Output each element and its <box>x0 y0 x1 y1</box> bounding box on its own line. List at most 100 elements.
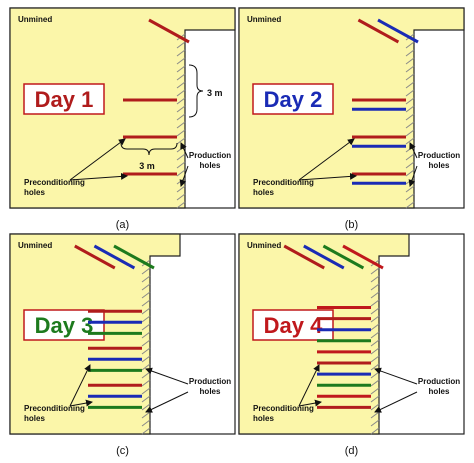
hatch-line <box>370 363 380 371</box>
rock-mass <box>9 7 236 209</box>
angled-hole <box>93 244 136 270</box>
hatch-line <box>141 411 151 419</box>
panel-caption: (c) <box>116 445 129 457</box>
hatch-line <box>141 395 151 403</box>
hatch-line <box>141 331 151 339</box>
preconditioning-label-line1: Preconditioning <box>24 404 85 413</box>
preconditioning-arrow <box>69 364 91 407</box>
hatch-line <box>405 137 415 145</box>
hatch-line <box>405 57 415 65</box>
preconditioning-arrow <box>298 138 355 181</box>
holes <box>352 18 419 185</box>
hatch-line <box>405 105 415 113</box>
hatch-line <box>176 49 186 57</box>
hatch-line <box>176 169 186 177</box>
angled-hole <box>303 244 345 270</box>
production-label-line2: holes <box>429 387 450 396</box>
hatch-line <box>141 283 151 291</box>
hatch-line <box>141 355 151 363</box>
preconditioning-label-line2: holes <box>24 414 45 423</box>
hatch-line <box>141 339 151 347</box>
production-label-line1: Production <box>189 151 231 160</box>
hatch-line <box>141 427 151 435</box>
hatch-line <box>176 185 186 193</box>
hatch-line <box>141 275 151 283</box>
production-face-hatch <box>405 33 415 209</box>
hatch-line <box>141 299 151 307</box>
hatch-line <box>370 339 380 347</box>
rock-mass <box>238 7 465 209</box>
angled-hole <box>377 18 419 44</box>
day-label-box <box>252 83 334 115</box>
production-arrow <box>145 391 189 413</box>
hatch-line <box>370 347 380 355</box>
hatch-line <box>405 41 415 49</box>
hatch-line <box>405 129 415 137</box>
hatch-line <box>176 57 186 65</box>
hatch-line <box>176 41 186 49</box>
preconditioning-label-line2: holes <box>24 188 45 197</box>
preconditioning-label-line2: holes <box>253 414 274 423</box>
hatch-line <box>370 331 380 339</box>
hatch-line <box>141 315 151 323</box>
hatch-line <box>141 379 151 387</box>
unmined-label: Unmined <box>18 241 52 250</box>
angled-hole <box>357 18 400 44</box>
hatch-line <box>176 81 186 89</box>
hatch-line <box>370 291 380 299</box>
angled-hole <box>113 244 155 270</box>
panel-caption: (a) <box>116 219 129 231</box>
hatch-line <box>370 315 380 323</box>
unmined-label: Unmined <box>247 241 281 250</box>
hatch-line <box>405 161 415 169</box>
hatch-line <box>405 121 415 129</box>
hatch-line <box>176 129 186 137</box>
hatch-line <box>176 97 186 105</box>
hatch-line <box>370 283 380 291</box>
unmined-label: Unmined <box>18 15 52 24</box>
hatch-line <box>405 193 415 201</box>
holes <box>283 244 384 409</box>
day-label-box <box>23 309 105 341</box>
hatch-line <box>405 153 415 161</box>
hatch-line <box>370 419 380 427</box>
hatch-line <box>405 49 415 57</box>
hatch-line <box>176 193 186 201</box>
production-arrow <box>374 367 418 385</box>
hatch-line <box>370 323 380 331</box>
hatch-line <box>176 89 186 97</box>
hatch-line <box>370 275 380 283</box>
day-label: Day 4 <box>264 313 323 338</box>
hatch-line <box>176 73 186 81</box>
panel-caption: (b) <box>345 219 358 231</box>
hatch-line <box>176 121 186 129</box>
preconditioning-label-line1: Preconditioning <box>24 178 85 187</box>
hatch-line <box>141 267 151 275</box>
preconditioning-arrow <box>298 364 320 407</box>
day-label-box <box>252 309 334 341</box>
angled-hole <box>74 244 116 270</box>
production-label-line2: holes <box>200 161 221 170</box>
production-arrow <box>180 142 189 159</box>
hatch-line <box>176 113 186 121</box>
angled-hole <box>322 244 365 270</box>
hatch-line <box>370 355 380 363</box>
hatch-line <box>176 137 186 145</box>
production-arrow <box>145 367 189 385</box>
horizontal-spacing-label: 3 m <box>139 161 155 171</box>
hatch-line <box>405 185 415 193</box>
hatch-line <box>141 323 151 331</box>
angled-hole <box>342 244 384 270</box>
production-arrow <box>374 391 418 413</box>
holes <box>74 244 155 409</box>
day-label-box <box>23 83 105 115</box>
hatch-line <box>141 347 151 355</box>
day-label: Day 3 <box>35 313 94 338</box>
production-label-line1: Production <box>418 151 460 160</box>
hatch-line <box>405 65 415 73</box>
hatch-line <box>176 65 186 73</box>
